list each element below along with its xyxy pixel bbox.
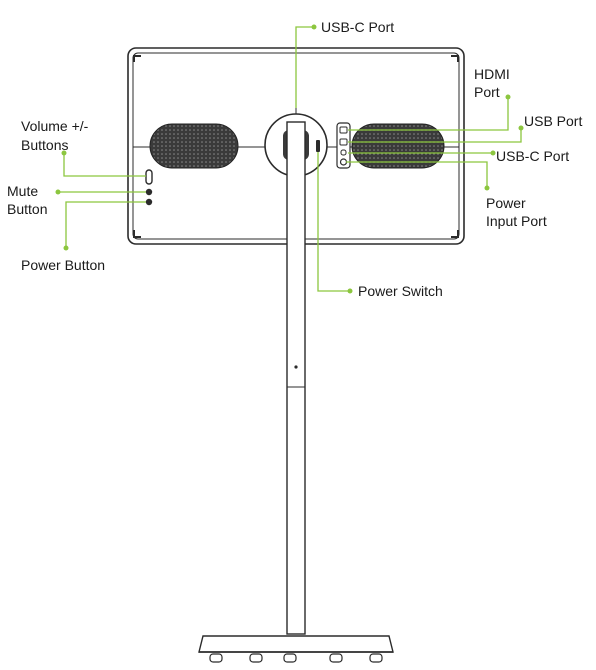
stand-pole: [286, 121, 306, 635]
label-volume-line2: Buttons: [21, 137, 69, 153]
label-power-input-line1: Power: [486, 195, 526, 211]
label-volume-line1: Volume +/-: [21, 118, 89, 134]
label-usb-c-top: USB-C Port: [321, 19, 395, 35]
side-buttons: [145, 169, 153, 206]
port-cluster: [336, 122, 351, 169]
stand-base: [198, 635, 394, 663]
callout-dots: [55, 24, 524, 294]
power-button: [145, 198, 153, 206]
callout-lines: [58, 26, 522, 292]
right-speaker-grille: [351, 123, 445, 169]
label-hdmi-line2: Port: [474, 84, 500, 100]
label-usb-c-side: USB-C Port: [496, 148, 570, 164]
label-hdmi-line1: HDMI: [474, 66, 510, 82]
volume-buttons: [145, 169, 153, 185]
label-power-button: Power Button: [21, 257, 106, 273]
left-speaker-grille: [149, 123, 239, 169]
base-wheels: [209, 653, 383, 663]
label-usb-port: USB Port: [524, 113, 583, 129]
usb-c-port: [340, 149, 347, 156]
label-mute-line1: Mute: [7, 183, 39, 199]
power-switch: [316, 140, 320, 152]
hdmi-port: [339, 126, 348, 134]
label-power-switch: Power Switch: [358, 283, 443, 299]
label-mute-line2: Button: [7, 201, 48, 217]
usb-port: [339, 138, 348, 146]
label-power-input-line2: Input Port: [486, 213, 547, 229]
mute-button: [145, 188, 153, 196]
